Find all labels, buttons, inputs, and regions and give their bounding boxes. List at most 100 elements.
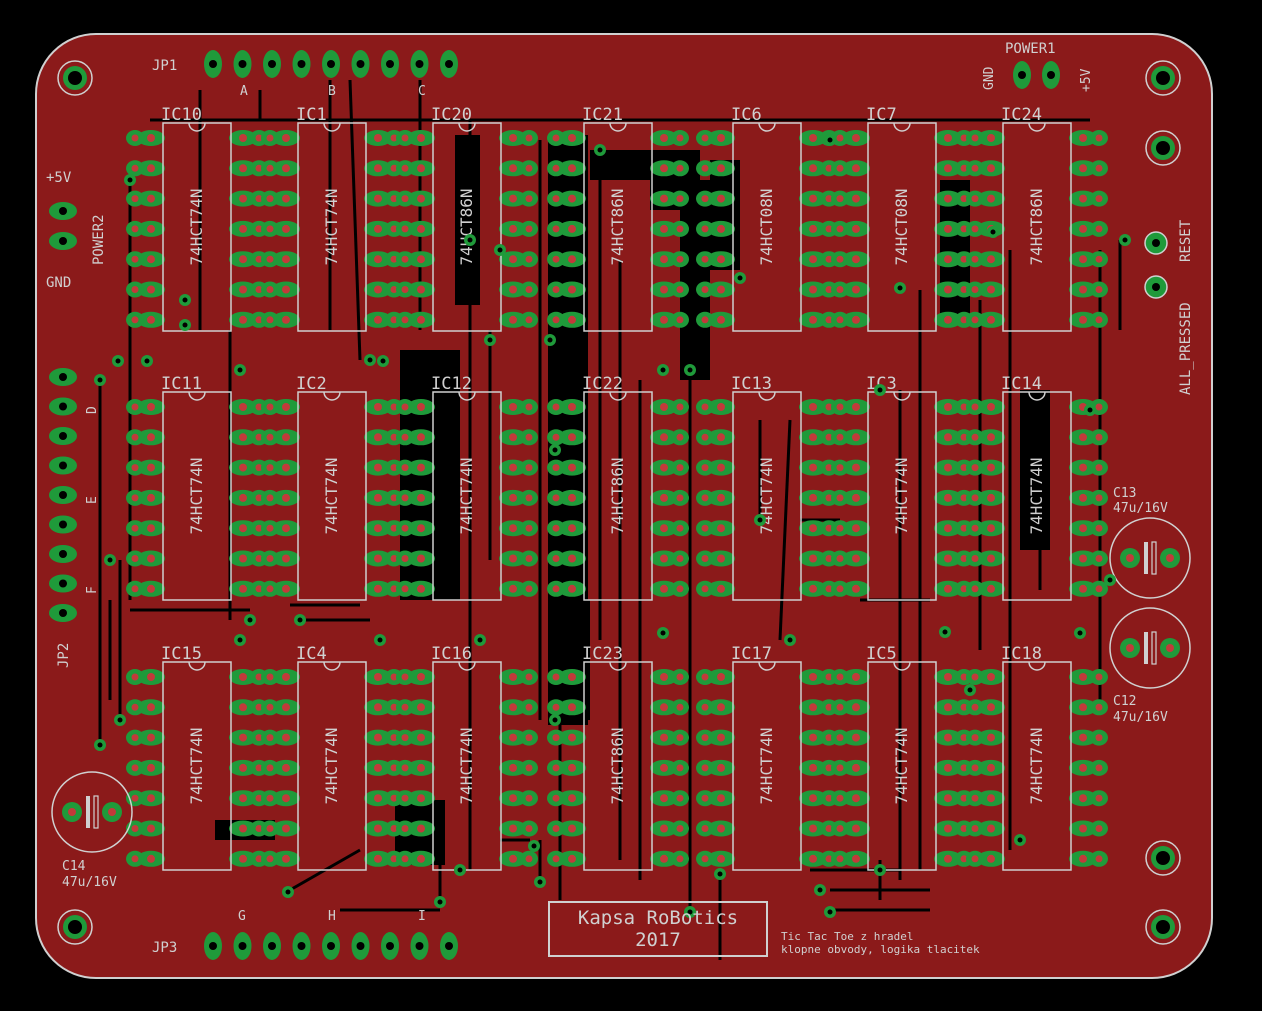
jp3-letter-h: H: [328, 909, 336, 924]
jp2-pins[interactable]: [49, 368, 77, 622]
mounting-hole: [1145, 909, 1181, 945]
ic-part-label: 74HCT74N: [892, 457, 911, 534]
ic-ref-label: IC11: [161, 374, 202, 394]
ic-ref-label: IC1: [296, 105, 327, 125]
ic-part-label: 74HCT74N: [1027, 727, 1046, 804]
ic-ref-label: IC23: [582, 644, 623, 664]
ic-part-label: 74HCT74N: [187, 727, 206, 804]
c14-ref: C14: [62, 859, 86, 874]
ic-ref-label: IC7: [866, 105, 897, 125]
ic-ref-label: IC2: [296, 374, 327, 394]
ic-part-label: 74HCT74N: [322, 188, 341, 265]
ic-part-label: 74HCT86N: [608, 727, 627, 804]
logo-box: Kapsa RoBotics 2017: [548, 901, 768, 957]
ic-ref-label: IC3: [866, 374, 897, 394]
jp1-letter-c: C: [418, 84, 426, 99]
power2-connector[interactable]: +5V GND POWER2: [46, 170, 107, 291]
jp3-header[interactable]: JP3 G H I: [152, 909, 426, 956]
all-pressed-label: ALL_PRESSED: [1178, 302, 1194, 395]
mounting-hole: [1145, 840, 1181, 876]
jp3-letter-i: I: [418, 909, 426, 924]
reset-label: RESET: [1178, 219, 1194, 262]
ic-ref-label: IC16: [431, 644, 472, 664]
c13-value: 47u/16V: [1113, 501, 1168, 516]
ic-part-label: 74HCT74N: [457, 457, 476, 534]
mounting-hole: [57, 60, 93, 96]
ic-ref-label: IC5: [866, 644, 897, 664]
ic-part-label: 74HCT86N: [1027, 188, 1046, 265]
note-line2: klopne obvody, logika tlacitek: [781, 943, 980, 956]
ic-ic20: IC20 74HCT86N: [396, 105, 538, 332]
logo-line1: Kapsa RoBotics: [578, 907, 738, 929]
ic-ic16: IC16 74HCT74N: [396, 644, 538, 871]
jp3-label: JP3: [152, 940, 177, 956]
ic-part-label: 74HCT74N: [757, 727, 776, 804]
c13-ref: C13: [1113, 486, 1136, 501]
jp3-letter-g: G: [238, 909, 246, 924]
ic-ic2: IC2 74HCT74N: [261, 374, 403, 601]
ic-ref-label: IC6: [731, 105, 762, 125]
jp2-label: JP2: [56, 643, 72, 668]
ic-ic18: IC18 74HCT74N: [966, 644, 1108, 871]
jp1-header[interactable]: JP1 A B C: [152, 58, 426, 99]
ic-part-label: 74HCT74N: [322, 457, 341, 534]
mounting-hole: [1145, 130, 1181, 166]
note-line1: Tic Tac Toe z hradel: [781, 930, 913, 943]
ic-ref-label: IC14: [1001, 374, 1042, 394]
c12-ref: C12: [1113, 694, 1136, 709]
ic-ref-label: IC4: [296, 644, 327, 664]
ic-part-label: 74HCT74N: [187, 457, 206, 534]
ic-ref-label: IC15: [161, 644, 202, 664]
power2-label: POWER2: [91, 214, 107, 265]
ic-ic23: IC23 74HCT86N: [547, 644, 689, 871]
reset-button[interactable]: RESET: [1178, 219, 1194, 262]
ic-part-label: 74HCT74N: [322, 727, 341, 804]
jp1-pins[interactable]: [204, 50, 458, 78]
ic-ref-label: IC20: [431, 105, 472, 125]
jp2-letter-d: D: [85, 406, 100, 414]
power1-label: POWER1: [1005, 41, 1056, 57]
power1-vcc-label: +5V: [1079, 68, 1094, 92]
power1-connector[interactable]: POWER1 GND +5V: [982, 41, 1094, 92]
ic-part-label: 74HCT08N: [892, 188, 911, 265]
electrolytic-capacitor: [51, 771, 133, 853]
c14-value: 47u/16V: [62, 875, 117, 890]
ic-ic1: IC1 74HCT74N: [261, 105, 403, 332]
jp2-header[interactable]: JP2 D E F: [56, 406, 100, 668]
jp2-letter-f: F: [85, 586, 100, 594]
power2-pins[interactable]: [49, 202, 77, 250]
jp1-letter-b: B: [328, 84, 336, 99]
ic-ref-label: IC18: [1001, 644, 1042, 664]
ic-ic22: IC22 74HCT86N: [547, 374, 689, 601]
c12-value: 47u/16V: [1113, 710, 1168, 725]
ic-part-label: 74HCT86N: [608, 457, 627, 534]
ic-part-label: 74HCT74N: [187, 188, 206, 265]
ic-ref-label: IC22: [582, 374, 623, 394]
ic-ref-label: IC10: [161, 105, 202, 125]
ic-ic11: IC11 74HCT74N: [126, 374, 268, 601]
power2-gnd-label: GND: [46, 275, 71, 291]
logo-line2: 2017: [635, 929, 681, 951]
ic-ref-label: IC24: [1001, 105, 1042, 125]
ic-part-label: 74HCT74N: [457, 727, 476, 804]
jp2-letter-e: E: [85, 496, 100, 504]
ic-ic15: IC15 74HCT74N: [126, 644, 268, 871]
jp3-pins[interactable]: [204, 932, 458, 960]
power1-pins[interactable]: [1013, 61, 1060, 89]
button-pad[interactable]: [1144, 275, 1168, 299]
ic-ic24: IC24 74HCT86N: [966, 105, 1108, 332]
ic-ic4: IC4 74HCT74N: [261, 644, 403, 871]
ic-part-label: 74HCT86N: [457, 188, 476, 265]
electrolytic-capacitor: [1109, 517, 1191, 599]
all-pressed-button[interactable]: ALL_PRESSED: [1178, 302, 1194, 395]
ic-ref-label: IC21: [582, 105, 623, 125]
jp1-letter-a: A: [240, 84, 248, 99]
copper-traces: [98, 79, 1122, 960]
button-pad[interactable]: [1144, 231, 1168, 255]
electrolytic-capacitor: [1109, 607, 1191, 689]
